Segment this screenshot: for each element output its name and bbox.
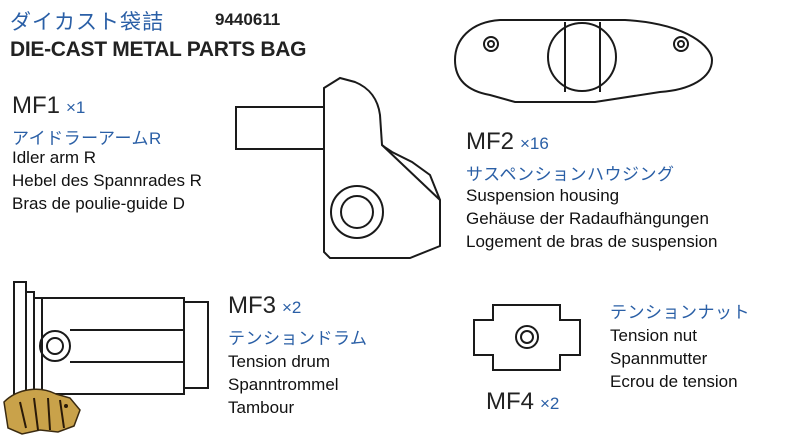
mf3-code: MF3 — [228, 292, 276, 319]
mf3-name-en: Tension drum — [228, 352, 331, 371]
mf4-name-fr: Ecrou de tension — [610, 372, 738, 391]
mf3-name-de: Spanntrommel — [228, 375, 339, 394]
mf4-jp-name: テンションナット — [610, 303, 750, 322]
mf3-qty: ×2 — [282, 298, 302, 317]
mf1-qty: ×1 — [66, 98, 86, 117]
mf4-name-de: Spannmutter — [610, 349, 708, 368]
mf4-name-en: Tension nut — [610, 326, 697, 345]
mf2-jp-name: サスペンションハウジング — [466, 165, 675, 184]
mf2-heading: MF2 ×16 — [466, 128, 549, 156]
mf1-name-de: Hebel des Spannrades R — [12, 171, 202, 190]
mf2-name-de: Gehäuse der Radaufhängungen — [466, 209, 709, 228]
mf2-suspension-housing-drawing — [453, 19, 714, 103]
tiger-logo-icon — [3, 388, 81, 435]
mf2-name-fr: Logement de bras de suspension — [466, 232, 718, 251]
mf4-code: MF4 — [486, 388, 534, 415]
mf4-heading: MF4 ×2 — [486, 388, 559, 416]
mf1-jp-name: アイドラーアームR — [12, 129, 162, 148]
mf3-heading: MF3 ×2 — [228, 292, 301, 320]
mf3-name-fr: Tambour — [228, 398, 295, 417]
mf1-name-fr: Bras de poulie-guide D — [12, 194, 185, 213]
mf2-name-en: Suspension housing — [466, 186, 620, 205]
mf1-idler-arm-drawing — [235, 76, 441, 259]
bag-title: DIE-CAST METAL PARTS BAG — [10, 38, 307, 61]
mf4-qty: ×2 — [540, 394, 560, 413]
mf4-tension-nut-drawing — [473, 304, 581, 371]
mf3-jp-name: テンションドラム — [228, 329, 368, 348]
header-jp-title: ダイカスト袋詰 — [10, 11, 164, 34]
part-number: 9440611 — [215, 10, 281, 29]
mf1-heading: MF1 ×1 — [12, 92, 85, 120]
mf2-qty: ×16 — [520, 134, 549, 153]
mf2-code: MF2 — [466, 128, 514, 155]
mf1-code: MF1 — [12, 92, 60, 119]
mf1-name-en: Idler arm R — [12, 148, 97, 167]
